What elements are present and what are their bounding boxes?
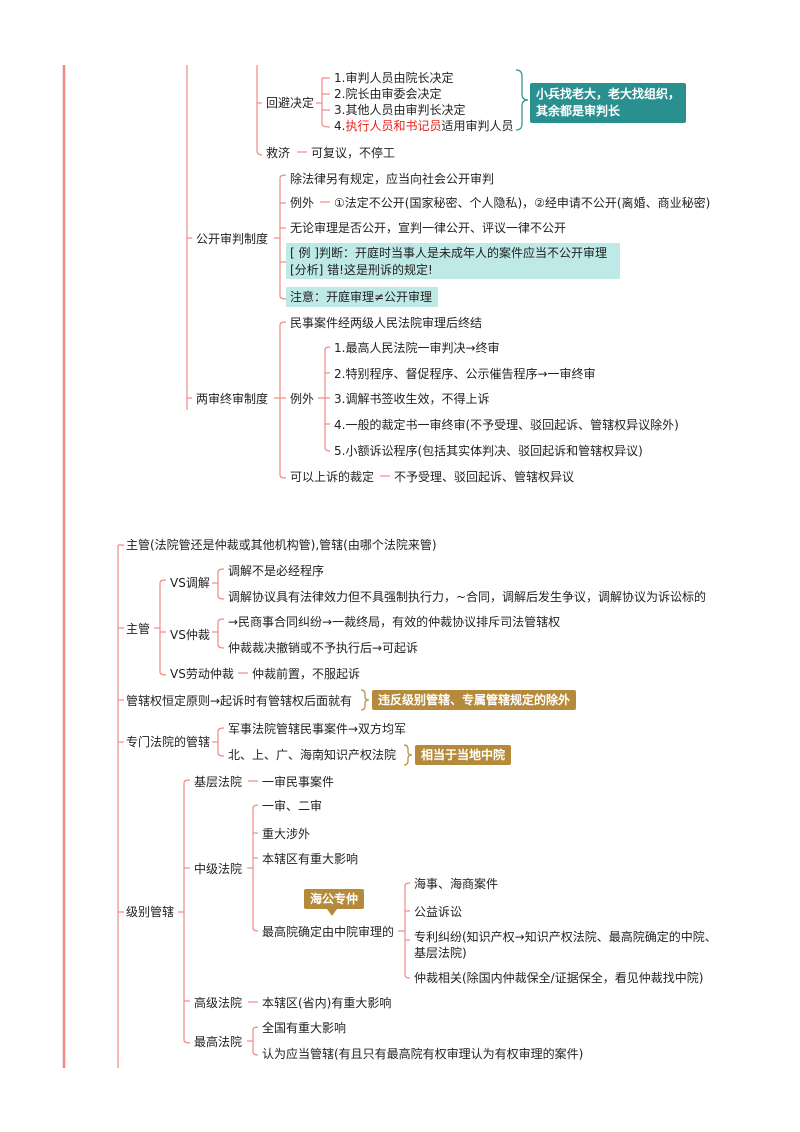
vs-arbitration-item-1: →民商事合同纠纷→一裁终局，有效的仲裁协议排斥司法管辖权 bbox=[228, 615, 561, 629]
gongkai-item-3: 无论审理是否公开，宣判一律公开、评议一律不公开 bbox=[290, 221, 567, 235]
zuigao-item-1: 全国有重大影响 bbox=[262, 1021, 347, 1035]
vs-labor-label: VS劳动仲裁 bbox=[170, 667, 234, 681]
huibi-callout: 小兵找老大，老大找组织， 其余都是审判长 bbox=[530, 83, 687, 123]
vs-arbitration-label: VS仲裁 bbox=[170, 628, 210, 642]
zuigao-label: 最高法院 bbox=[194, 1035, 243, 1049]
gongkai-exception-value: ①法定不公开(国家秘密、个人隐私)，②经申请不公开(离婚、商业秘密) bbox=[334, 196, 711, 210]
liangshen-exception-1: 1.最高人民法院一审判决→终审 bbox=[334, 341, 500, 355]
zhongji-sub-item-2: 公益诉讼 bbox=[414, 905, 463, 919]
zhongji-label: 中级法院 bbox=[194, 862, 243, 876]
liangshen-first: 民事案件经两级人民法院审理后终结 bbox=[290, 316, 483, 330]
gaoji-value: 本辖区(省内)有重大影响 bbox=[262, 996, 392, 1010]
vs-mediation-item-1: 调解不是必经程序 bbox=[228, 564, 325, 578]
liangshen-appeal-label: 可以上诉的裁定 bbox=[290, 470, 375, 484]
vs-mediation-item-2: 调解协议具有法律效力但不具强制执行力，~合同，调解后发生争议，调解协议为诉讼标的 bbox=[228, 590, 707, 604]
section-title: 主管(法院管还是仲裁或其他机构管),管辖(由哪个法院来管) bbox=[126, 538, 437, 552]
hengding-label: 管辖权恒定原则→起诉时有管辖权后面就有 bbox=[126, 694, 353, 708]
zhongji-callout: 海公专仲 bbox=[304, 889, 365, 909]
zhongji-item-1: 一审、二审 bbox=[262, 799, 323, 813]
vs-mediation-label: VS调解 bbox=[170, 576, 210, 590]
zuigao-item-2: 认为应当管辖(有且只有最高院有权审理认为有权审理的案件) bbox=[262, 1047, 584, 1061]
huibi-item-4-highlight: 执行人员和书记员 bbox=[345, 119, 442, 133]
liangshen-exception-3: 3.调解书签收生效，不得上诉 bbox=[334, 392, 490, 406]
zhongji-sub-label: 最高院确定由中院审理的 bbox=[262, 925, 395, 939]
zhuanmen-item-1: 军事法院管辖民事案件→双方均军 bbox=[228, 722, 407, 736]
liangshen-exception-2: 2.特别程序、督促程序、公示催告程序→一审终审 bbox=[334, 367, 596, 381]
gongkai-example-line-2: [分析] 错!这是刑诉的规定! bbox=[290, 263, 433, 277]
vs-arbitration-item-2: 仲裁裁决撤销或不予执行后→可起诉 bbox=[228, 641, 419, 655]
vs-labor-value: 仲裁前置，不服起诉 bbox=[252, 667, 361, 681]
gongkai-example-line-1: [ 例 ]判断：开庭时当事人是未成年人的案件应当不公开审理 bbox=[290, 246, 607, 260]
zhongji-sub-item-3: 专利纠纷(知识产权→知识产权法院、最高院确定的中院、 bbox=[414, 930, 717, 944]
liangshen-exception-4: 4.一般的裁定书一审终审(不予受理、驳回起诉、管辖权异议除外) bbox=[334, 418, 679, 432]
huibi-item-4-num: 4. bbox=[334, 119, 346, 133]
gongkai-example-box bbox=[286, 243, 620, 279]
gaoji-label: 高级法院 bbox=[194, 996, 243, 1010]
liangshen-exception-label: 例外 bbox=[290, 392, 315, 406]
huibi-label: 回避决定 bbox=[266, 96, 315, 110]
jiceng-label: 基层法院 bbox=[194, 775, 243, 789]
gongkai-label: 公开审判制度 bbox=[196, 232, 269, 246]
gongkai-exception-label: 例外 bbox=[290, 196, 315, 210]
jiceng-value: 一审民事案件 bbox=[262, 775, 335, 789]
zhuanmen-callout: 相当于当地中院 bbox=[415, 745, 512, 765]
zhongji-item-3: 本辖区有重大影响 bbox=[262, 852, 359, 866]
zhuanmen-item-2: 北、上、广、海南知识产权法院 bbox=[228, 748, 397, 762]
huibi-item-3: 3.其他人员由审判长决定 bbox=[334, 103, 466, 117]
jibie-label: 级别管辖 bbox=[126, 905, 175, 919]
jiuji-label: 救济 bbox=[266, 146, 291, 160]
huibi-item-4-rest: 适用审判人员 bbox=[441, 119, 514, 133]
liangshen-appeal-value: 不予受理、驳回起诉、管辖权异议 bbox=[394, 470, 575, 484]
jiuji-value: 可复议，不停工 bbox=[311, 146, 396, 160]
zhongji-sub-item-3-cont: 基层法院) bbox=[414, 946, 467, 960]
zhongji-sub-item-4: 仲裁相关(除国内仲裁保全/证据保全，看见仲裁找中院) bbox=[414, 971, 704, 985]
huibi-item-1: 1.审判人员由院长决定 bbox=[334, 71, 454, 85]
zhuguan-label: 主管 bbox=[126, 622, 151, 636]
zhuanmen-label: 专门法院的管辖 bbox=[126, 735, 211, 749]
huibi-item-2: 2.院长由审委会决定 bbox=[334, 87, 442, 101]
huibi-item-4: 4.执行人员和书记员适用审判人员 bbox=[334, 118, 513, 134]
liangshen-exception-5: 5.小额诉讼程序(包括其实体判决、驳回起诉和管辖权异议) bbox=[334, 444, 643, 458]
gongkai-note-box bbox=[286, 287, 438, 307]
liangshen-label: 两审终审制度 bbox=[196, 392, 269, 406]
gongkai-item-1: 除法律另有规定，应当向社会公开审判 bbox=[290, 172, 495, 186]
zhongji-sub-item-1: 海事、海商案件 bbox=[414, 877, 499, 891]
zhongji-callout-pointer bbox=[327, 909, 337, 916]
hengding-callout: 违反级别管辖、专属管辖规定的除外 bbox=[372, 690, 577, 710]
zhongji-item-2: 重大涉外 bbox=[262, 827, 311, 841]
gongkai-note: 注意：开庭审理≠公开审理 bbox=[290, 290, 433, 304]
